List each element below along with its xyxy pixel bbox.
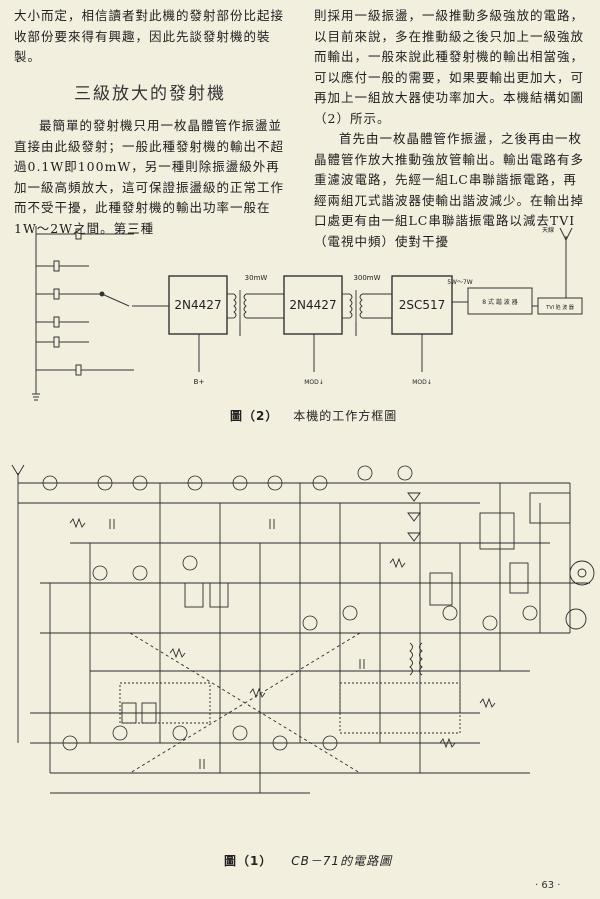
figure-1-title: CB－71的電路圖 [291,854,393,868]
power-label-1: 30mW [245,274,268,282]
figure-1-number: 圖（1） [224,854,273,868]
right-text-column: 則採用一級振盪，一級推動多級強放的電路，以目前來說，多在推動級之後只加上一級強放… [314,6,586,252]
crystal-row [36,260,89,272]
crystal-row [36,288,100,300]
stage-2-label: 2N4427 [289,298,336,312]
figure-2-number: 圖（2） [230,409,279,423]
left-text-column: 大小而定，相信讀者對此機的發射部份比起接收部份要來得有興趣，因此先談發射機的裝製… [14,6,286,239]
crystal-row [36,364,134,376]
crystal-row [36,316,89,328]
power-label-2: 300mW [353,274,380,282]
tvi-trap-label: TVI 陷 波 器 [545,304,574,311]
b-plus-label: B+ [194,378,205,386]
mod-label-1: MOD↓ [304,379,324,386]
body-paragraph: 首先由一枚晶體管作振盪，之後再由一枚晶體管作放大推動強放管輸出。輸出電路有多重濾… [314,131,585,249]
figure-1-caption: 圖（1） CB－71的電路圖 [224,852,392,869]
harmonic-filter-label: 8 式 諧 波 器 [482,298,517,306]
crystal-row [36,336,89,348]
body-paragraph: 最簡單的發射機只用一枚晶體管作振盪並直接由此級發射；一般此種發射機的輸出不超過0… [14,118,285,236]
intro-paragraph: 大小而定，相信讀者對此機的發射部份比起接收部份要來得有興趣，因此先談發射機的裝製… [14,8,285,64]
block-diagram: 2N4427 2N4427 2SC517 8 式 諧 波 器 TVI 陷 波 器… [32,226,583,401]
section-heading: 三級放大的發射機 [74,83,226,104]
figure-2-caption: 圖（2） 本機的工作方框圖 [230,407,397,424]
power-label-3: 5W～7W [447,279,473,286]
circuit-schematic [11,464,595,794]
stage-1-label: 2N4427 [174,298,221,312]
stage-3-label: 2SC517 [399,298,446,312]
mod-label-2: MOD↓ [412,379,432,386]
body-paragraph: 則採用一級振盪，一級推動多級強放的電路，以目前來說，多在推動級之後只加上一級強放… [314,8,585,126]
figure-2-title: 本機的工作方框圖 [293,409,398,423]
page-number: · 63 · [535,880,561,891]
crystal-row [36,228,134,240]
antenna-label: 天線 [542,226,554,234]
